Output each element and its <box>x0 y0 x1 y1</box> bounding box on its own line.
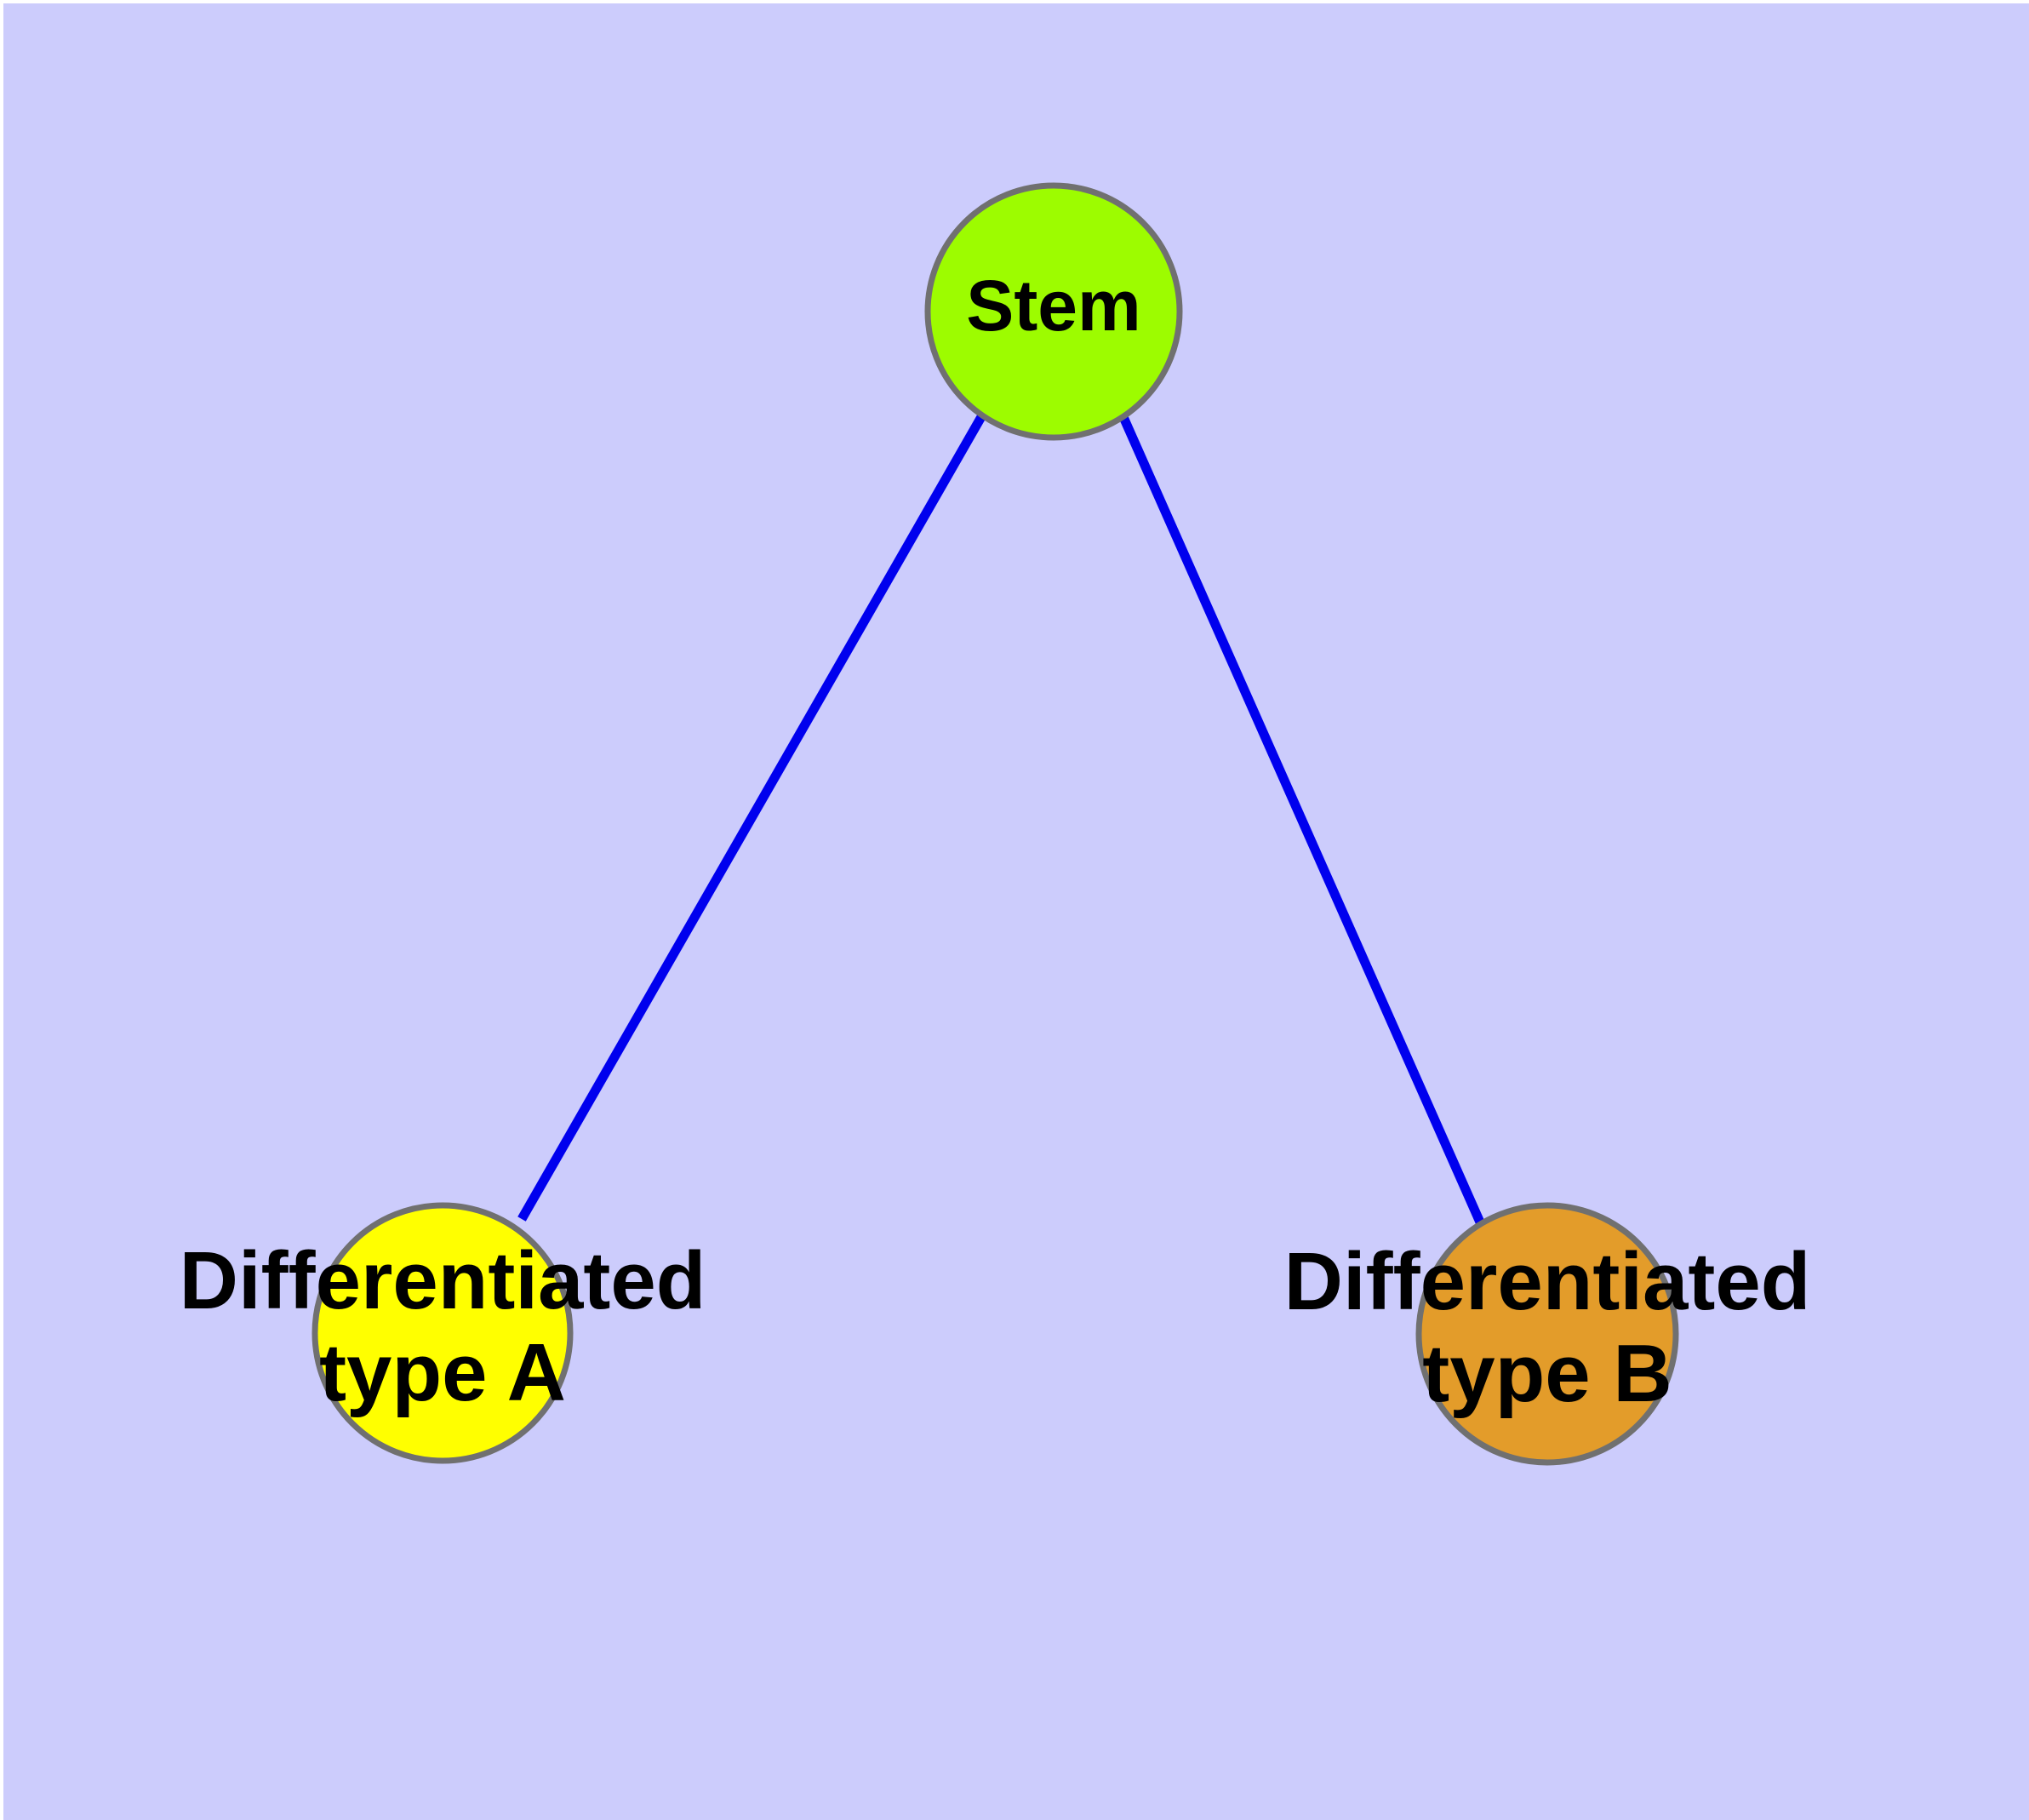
node-differentiated-type-a-circle[interactable] <box>311 1202 574 1464</box>
canvas-left-border <box>0 0 3 1820</box>
edge-layer <box>517 413 1486 1227</box>
node-stem[interactable]: Stem <box>924 182 1183 441</box>
node-differentiated-type-b-circle[interactable] <box>1415 1202 1679 1466</box>
edge-stem-to-differentiated-type-b[interactable] <box>1118 415 1486 1227</box>
edge-stem-to-differentiated-type-a[interactable] <box>517 413 986 1222</box>
canvas-top-border <box>0 0 2029 3</box>
node-stem-circle[interactable] <box>924 182 1183 441</box>
node-stem-label: Stem <box>966 266 1140 346</box>
